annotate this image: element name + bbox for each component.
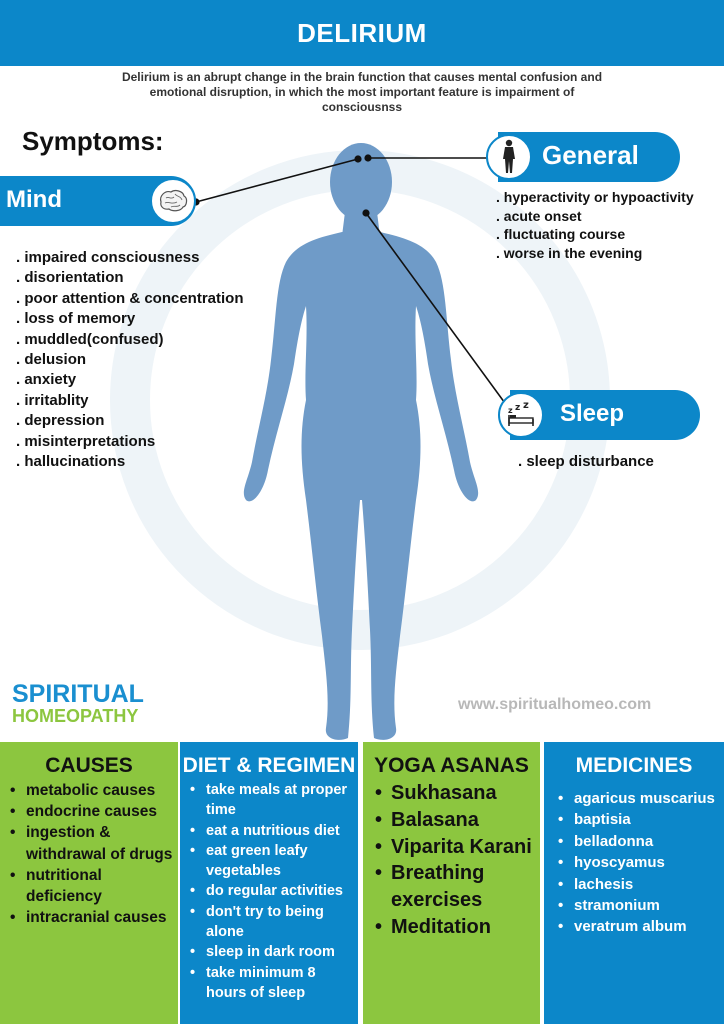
list-item: hyperactivity or hypoactivity bbox=[496, 188, 694, 207]
person-icon bbox=[486, 134, 532, 180]
brand-logo-line1: SPIRITUAL bbox=[12, 680, 144, 708]
intro-text: Delirium is an abrupt change in the brai… bbox=[121, 70, 603, 114]
list-item: Meditation bbox=[373, 914, 537, 941]
list-item: ingestion & withdrawal of drugs bbox=[8, 822, 174, 864]
list-item: depression bbox=[16, 411, 244, 431]
header-banner: DELIRIUM bbox=[0, 0, 724, 66]
list-item: loss of memory bbox=[16, 309, 244, 329]
list-item: stramonium bbox=[556, 895, 722, 917]
list-item: metabolic causes bbox=[8, 780, 174, 801]
sleep-symptom-list: sleep disturbance bbox=[518, 452, 654, 472]
yoga-list: Sukhasana Balasana Viparita Karani Breat… bbox=[373, 780, 537, 941]
list-item: poor attention & concentration bbox=[16, 289, 243, 309]
list-item: irritablity bbox=[16, 391, 244, 411]
list-item: nutritional deficiency bbox=[8, 865, 174, 907]
list-item: belladonna bbox=[556, 831, 722, 853]
list-item: muddled(confused) bbox=[16, 330, 244, 350]
list-item: Balasana bbox=[373, 807, 537, 834]
general-symptom-list: hyperactivity or hypoactivity acute onse… bbox=[496, 188, 694, 262]
page-title: DELIRIUM bbox=[297, 17, 427, 48]
list-item: anxiety bbox=[16, 370, 244, 390]
yoga-asanas-panel: YOGA ASANAS Sukhasana Balasana Viparita … bbox=[363, 742, 540, 1024]
brain-icon bbox=[150, 178, 196, 224]
list-item: endocrine causes bbox=[8, 801, 174, 822]
list-item: take meals at proper time bbox=[188, 780, 358, 821]
list-item: worse in the evening bbox=[496, 244, 694, 263]
list-item: hallucinations bbox=[16, 452, 244, 472]
medicines-list: agaricus muscarius baptisia belladonna h… bbox=[556, 788, 722, 938]
medicines-panel: MEDICINES agaricus muscarius baptisia be… bbox=[544, 742, 724, 1024]
list-item: disorientation bbox=[16, 268, 244, 288]
mind-pill: Mind bbox=[0, 176, 196, 226]
list-item: sleep disturbance bbox=[518, 452, 654, 472]
list-item: hyoscyamus bbox=[556, 852, 722, 874]
list-item: agaricus muscarius bbox=[556, 788, 722, 810]
list-item: baptisia bbox=[556, 809, 722, 831]
general-pill: General bbox=[486, 132, 680, 182]
causes-list: metabolic causes endocrine causes ingest… bbox=[8, 780, 174, 929]
list-item: do regular activities bbox=[188, 881, 358, 902]
causes-title: CAUSES bbox=[45, 754, 133, 777]
list-item: Sukhasana bbox=[373, 780, 537, 807]
connector-lines bbox=[192, 154, 511, 411]
causes-panel: CAUSES metabolic causes endocrine causes… bbox=[0, 742, 178, 1024]
list-item: Viparita Karani bbox=[373, 834, 537, 861]
list-item: impaired consciousness bbox=[16, 248, 244, 268]
yoga-title: YOGA ASANAS bbox=[374, 754, 529, 777]
list-item: veratrum album bbox=[556, 916, 722, 938]
list-item: eat a nutritious diet bbox=[188, 821, 358, 842]
list-item: misinterpretations bbox=[16, 432, 244, 452]
list-item: lachesis bbox=[556, 874, 722, 896]
list-item: eat green leafy vegetables bbox=[188, 841, 358, 882]
list-item: acute onset bbox=[496, 207, 694, 226]
list-item: take minimum 8 hours of sleep bbox=[188, 963, 358, 1004]
mind-label: Mind bbox=[6, 186, 62, 213]
svg-text:z: z bbox=[523, 401, 529, 411]
symptoms-heading: Symptoms: bbox=[22, 126, 164, 156]
body-silhouette bbox=[243, 143, 479, 740]
svg-text:z: z bbox=[508, 406, 513, 415]
list-item: fluctuating course bbox=[496, 225, 694, 244]
brand-logo-line2: HOMEOPATHY bbox=[12, 706, 139, 726]
mind-symptom-list: impaired consciousness disorientation po… bbox=[16, 248, 244, 472]
list-item: intracranial causes bbox=[8, 907, 174, 928]
svg-text:z: z bbox=[515, 403, 520, 413]
diet-title: DIET & REGIMEN bbox=[182, 754, 356, 777]
list-item: Breathing exercises bbox=[373, 860, 537, 914]
website-url: www.spiritualhomeo.com bbox=[458, 696, 652, 713]
list-item: delusion bbox=[16, 350, 244, 370]
sleep-label: Sleep bbox=[560, 400, 625, 427]
medicines-title: MEDICINES bbox=[575, 754, 693, 777]
general-label: General bbox=[542, 140, 639, 170]
list-item: don't try to being alone bbox=[188, 902, 358, 943]
list-item: sleep in dark room bbox=[188, 942, 358, 963]
diet-list: take meals at proper time eat a nutritio… bbox=[188, 780, 358, 1003]
diet-regimen-panel: DIET & REGIMEN take meals at proper time… bbox=[180, 742, 358, 1024]
